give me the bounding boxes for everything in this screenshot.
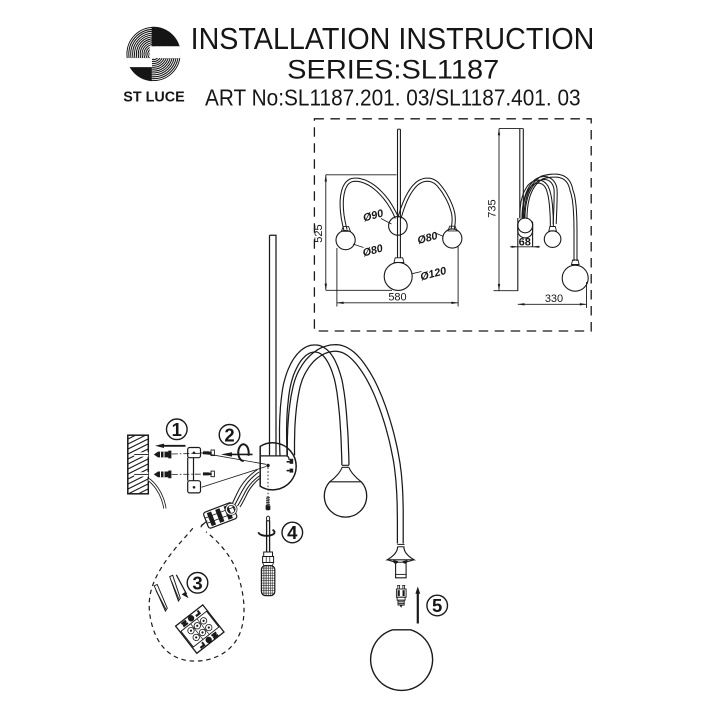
svg-text:Ø90: Ø90 bbox=[362, 208, 385, 225]
svg-text:2: 2 bbox=[224, 425, 234, 446]
svg-text:330: 330 bbox=[545, 293, 563, 305]
svg-text:L: L bbox=[194, 609, 202, 616]
svg-text:Ø80: Ø80 bbox=[416, 230, 439, 247]
svg-text:735: 735 bbox=[486, 199, 498, 217]
svg-text:L: L bbox=[199, 641, 207, 648]
svg-text:INSTALLATION INSTRUCTION: INSTALLATION INSTRUCTION bbox=[191, 22, 595, 56]
svg-text:N: N bbox=[181, 619, 190, 627]
svg-text:5: 5 bbox=[432, 595, 442, 616]
svg-text:3: 3 bbox=[192, 573, 202, 594]
svg-text:1: 1 bbox=[172, 419, 182, 440]
svg-text:4: 4 bbox=[287, 522, 298, 543]
svg-text:ART No:SL1187.201. 03/SL1187.4: ART No:SL1187.201. 03/SL1187.401. 03 bbox=[205, 84, 581, 110]
svg-text:ST LUCE: ST LUCE bbox=[123, 90, 185, 106]
svg-text:N: N bbox=[211, 631, 220, 639]
svg-text:525: 525 bbox=[313, 224, 325, 242]
svg-text:SERIES:SL1187: SERIES:SL1187 bbox=[287, 55, 499, 85]
svg-text:68: 68 bbox=[519, 236, 531, 248]
svg-text:Ø120: Ø120 bbox=[419, 265, 448, 283]
svg-text:Ø80: Ø80 bbox=[361, 243, 384, 260]
svg-text:580: 580 bbox=[388, 292, 406, 304]
